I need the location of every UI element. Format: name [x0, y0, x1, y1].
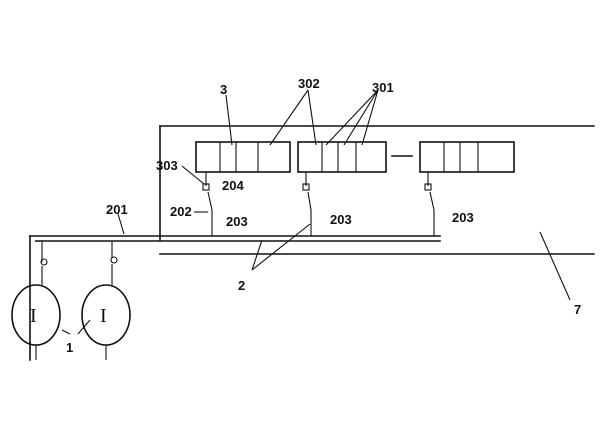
label-203-middle: 203 — [330, 212, 352, 227]
label-204: 204 — [222, 178, 244, 193]
valve-right — [110, 241, 118, 285]
label-203-left: 203 — [226, 214, 248, 229]
label-7: 7 — [574, 302, 581, 317]
label-1: 1 — [66, 340, 73, 355]
enclosure-7 — [159, 125, 595, 255]
unit-right: I — [81, 284, 131, 360]
support-left — [202, 172, 213, 236]
label-302: 302 — [298, 76, 320, 91]
unit-left: I — [11, 284, 61, 360]
main-pipe — [29, 235, 441, 361]
support-middle — [302, 172, 312, 236]
label-202: 202 — [170, 204, 192, 219]
leader-lines — [61, 89, 571, 335]
unit-left-symbol: I — [30, 305, 37, 327]
label-2: 2 — [238, 278, 245, 293]
valve-left — [40, 241, 48, 285]
component-left — [195, 141, 291, 173]
component-middle — [297, 141, 387, 173]
label-3: 3 — [220, 82, 227, 97]
component-right — [419, 141, 515, 173]
label-203-right: 203 — [452, 210, 474, 225]
support-right — [424, 172, 435, 236]
label-303: 303 — [156, 158, 178, 173]
label-201: 201 — [106, 202, 128, 217]
label-301: 301 — [372, 80, 394, 95]
unit-right-symbol: I — [100, 305, 107, 327]
